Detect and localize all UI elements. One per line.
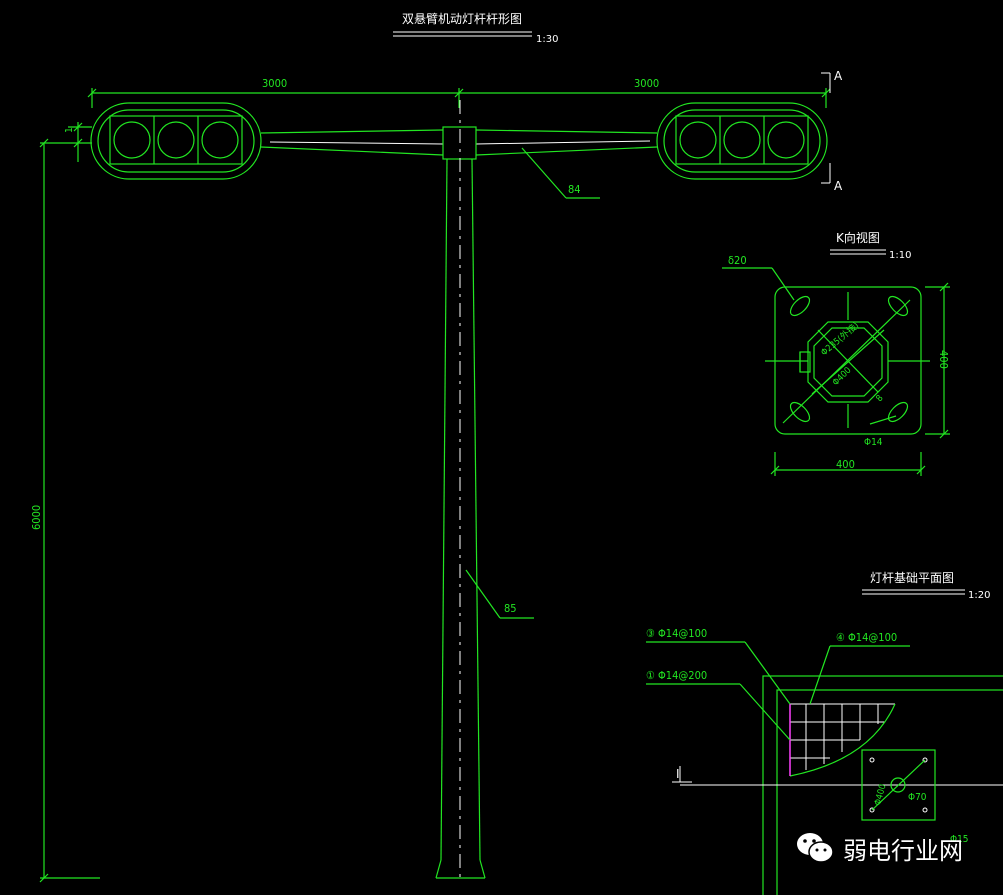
- dim-right-arm: 3000: [634, 77, 659, 90]
- k-view-scale: 1:10: [889, 250, 911, 261]
- top-dimension: [87, 88, 831, 108]
- foundation-outline: [672, 675, 1003, 895]
- foundation-scale: 1:20: [968, 590, 990, 601]
- rebar-1-label: ① Φ14@200: [646, 669, 707, 682]
- watermark-text: 弱电行业网: [843, 836, 963, 865]
- dim-height: 6000: [30, 505, 43, 530]
- rebar-3-label: ③ Φ14@100: [646, 627, 707, 640]
- foundation-d400: Φ400: [873, 783, 888, 807]
- watermark: 弱电行业网: [795, 828, 963, 868]
- k-dim-width: 400: [836, 458, 855, 471]
- main-title: 双悬臂机动灯杆杆形图: [402, 12, 522, 26]
- main-scale: 1:30: [536, 34, 558, 45]
- cantilever-arms: [260, 129, 658, 156]
- base-plate: [765, 286, 930, 435]
- pole: [435, 100, 486, 880]
- k-dimensions: [722, 267, 950, 476]
- foundation-d15: Φ15: [950, 834, 969, 845]
- section-marker: [821, 72, 831, 184]
- k-callout-hole: δ20: [728, 254, 747, 267]
- callout-pole: [465, 569, 534, 619]
- rebar-grid: [789, 703, 896, 777]
- section-label-bottom: A: [834, 179, 843, 193]
- k-view-title: K向视图: [836, 230, 880, 245]
- rebar-4-label: ④ Φ14@100: [836, 631, 897, 644]
- callout-pole-label: 85: [504, 602, 517, 615]
- callout-arm-label: 84: [568, 183, 581, 196]
- foundation-section: I: [676, 767, 680, 781]
- right-signal-head: [656, 102, 828, 180]
- foundation-title: 灯杆基础平面图: [870, 571, 954, 585]
- bolt-holes: [789, 295, 909, 423]
- k-thickness: 8: [875, 394, 886, 404]
- foundation-d70: Φ70: [908, 792, 927, 803]
- wechat-icon: [797, 833, 834, 863]
- callout-arm: [521, 147, 600, 199]
- dim-offset: 1: [64, 127, 75, 133]
- dim-left-arm: 3000: [262, 77, 287, 90]
- height-dimension: [39, 122, 100, 883]
- section-label-top: A: [834, 69, 843, 83]
- k-diameter-outer: Φ400: [831, 366, 854, 389]
- anchor-plate: [861, 749, 936, 821]
- k-dim-height: 400: [937, 350, 950, 369]
- k-bolt: Φ14: [864, 437, 883, 448]
- rebar-leaders: [646, 641, 910, 741]
- left-signal-head: [90, 102, 262, 180]
